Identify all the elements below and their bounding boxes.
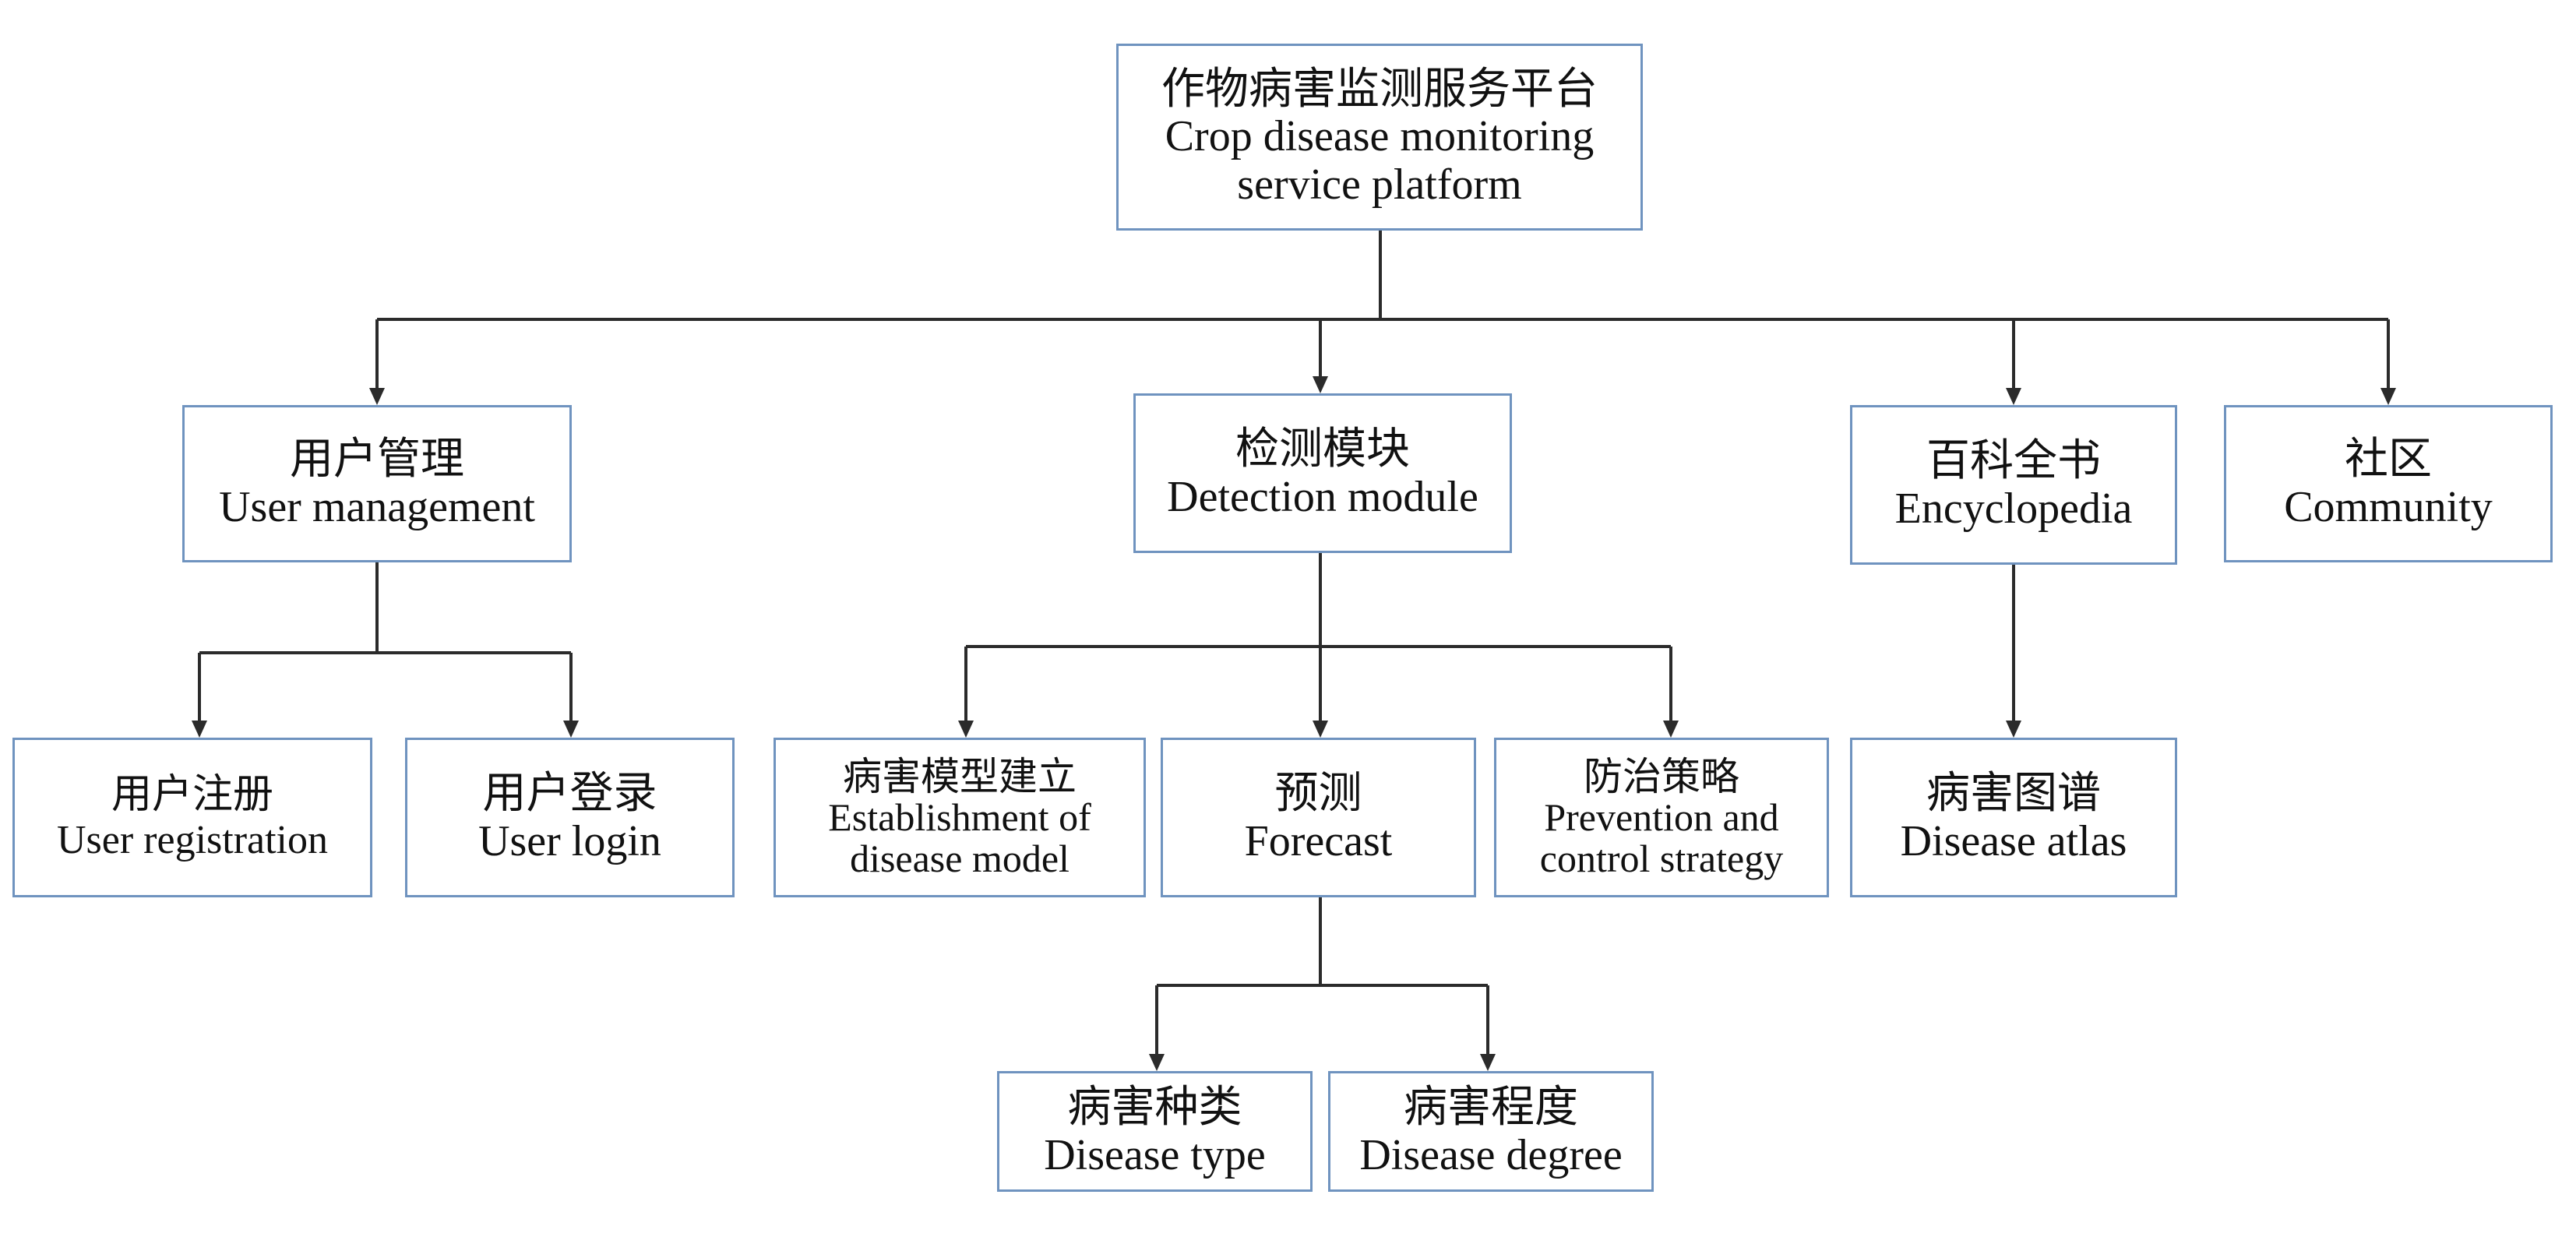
community-node: 社区 Community: [2224, 405, 2553, 562]
forecast-zh: 预测: [1274, 767, 1362, 819]
detection-module-zh: 检测模块: [1235, 423, 1410, 474]
forecast-en: Forecast: [1244, 816, 1393, 865]
user-registration-node: 用户注册 User registration: [12, 738, 372, 897]
prevention-strategy-en-line2: control strategy: [1539, 836, 1784, 880]
community-en: Community: [2284, 483, 2493, 531]
root-title-en-line1: Crop disease monitoring: [1165, 112, 1595, 161]
arrowhead-prevention: [1663, 721, 1679, 738]
root-node: 作物病害监测服务平台 Crop disease monitoring servi…: [1116, 44, 1643, 231]
disease-atlas-zh: 病害图谱: [1926, 767, 2101, 819]
arrowhead-login: [563, 721, 579, 738]
detection-module-en: Detection module: [1167, 472, 1478, 521]
prevention-strategy-zh: 防治策略: [1584, 753, 1739, 799]
user-management-node: 用户管理 User management: [182, 405, 572, 562]
arrowhead-community: [2380, 388, 2396, 405]
disease-atlas-node: 病害图谱 Disease atlas: [1850, 738, 2177, 897]
arrowhead-model: [958, 721, 974, 738]
disease-degree-en: Disease degree: [1359, 1130, 1623, 1179]
disease-type-node: 病害种类 Disease type: [997, 1071, 1313, 1192]
arrowhead-degree: [1480, 1054, 1496, 1071]
arrowhead-detection: [1313, 376, 1328, 393]
disease-atlas-en: Disease atlas: [1900, 816, 2127, 865]
arrowhead-user-management: [369, 388, 385, 405]
arrowhead-forecast: [1313, 721, 1328, 738]
encyclopedia-node: 百科全书 Encyclopedia: [1850, 405, 2177, 565]
user-login-node: 用户登录 User login: [405, 738, 735, 897]
root-title-en-line2: service platform: [1237, 160, 1522, 209]
disease-degree-zh: 病害程度: [1404, 1081, 1578, 1133]
disease-type-zh: 病害种类: [1067, 1081, 1242, 1133]
arrowhead-encyclopedia: [2006, 388, 2021, 405]
user-management-en: User management: [219, 483, 535, 531]
disease-model-en-line1: Establishment of: [828, 795, 1091, 840]
disease-model-node: 病害模型建立 Establishment of disease model: [774, 738, 1146, 897]
user-registration-zh: 用户注册: [111, 771, 273, 819]
root-title-zh: 作物病害监测服务平台: [1161, 63, 1598, 115]
detection-module-node: 检测模块 Detection module: [1133, 393, 1512, 553]
encyclopedia-zh: 百科全书: [1926, 435, 2101, 486]
disease-model-en-line2: disease model: [850, 836, 1070, 880]
disease-model-zh: 病害模型建立: [843, 753, 1077, 799]
user-login-en: User login: [478, 816, 661, 865]
disease-type-en: Disease type: [1044, 1130, 1266, 1179]
arrowhead-registration: [192, 721, 207, 738]
encyclopedia-en: Encyclopedia: [1894, 484, 2133, 533]
disease-degree-node: 病害程度 Disease degree: [1328, 1071, 1654, 1192]
user-registration-en: User registration: [56, 817, 328, 862]
user-management-zh: 用户管理: [290, 434, 464, 485]
arrowhead-atlas: [2006, 721, 2021, 738]
forecast-node: 预测 Forecast: [1161, 738, 1476, 897]
prevention-strategy-en-line1: Prevention and: [1544, 795, 1779, 840]
community-zh: 社区: [2345, 434, 2432, 485]
prevention-strategy-node: 防治策略 Prevention and control strategy: [1494, 738, 1829, 897]
arrowhead-type: [1149, 1054, 1165, 1071]
user-login-zh: 用户登录: [482, 767, 657, 819]
